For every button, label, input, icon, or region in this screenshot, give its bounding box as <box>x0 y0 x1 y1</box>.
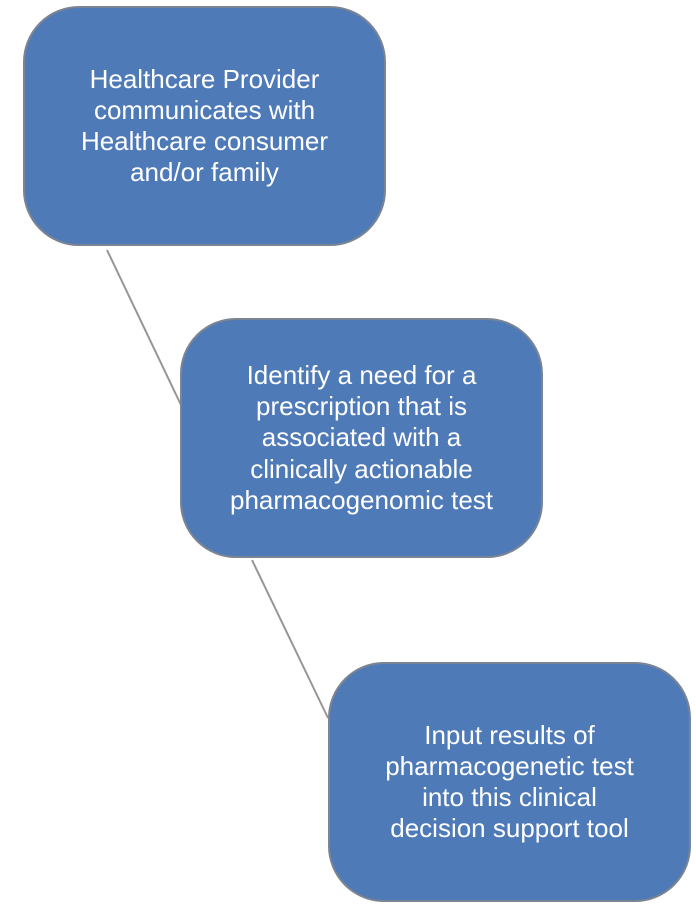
connector-step1-step2 <box>106 249 182 406</box>
step-3-box: Input results of pharmacogenetic test in… <box>328 662 691 902</box>
step-3-label: Input results of pharmacogenetic test in… <box>385 719 634 844</box>
step-2-box: Identify a need for a prescription that … <box>180 318 543 558</box>
step-1-label: Healthcare Provider communicates with He… <box>80 63 329 188</box>
step-2-label: Identify a need for a prescription that … <box>229 360 494 515</box>
step-1-box: Healthcare Provider communicates with He… <box>23 6 386 246</box>
connector-step2-step3 <box>251 559 329 719</box>
